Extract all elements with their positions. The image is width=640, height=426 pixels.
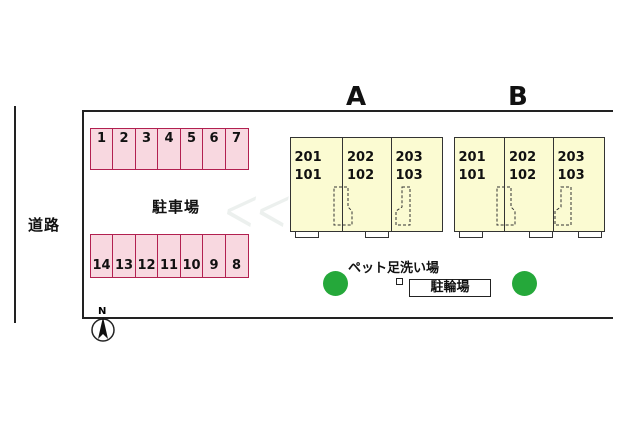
- unit-202-102: 202 102: [342, 137, 392, 232]
- unit-203-103: 203 103: [552, 137, 605, 238]
- unit-number-lower: 102: [347, 168, 375, 183]
- unit-number-upper: 201: [458, 150, 486, 165]
- entrance-step: [294, 231, 319, 238]
- tree-icon: [512, 271, 537, 296]
- parking-space: 9: [202, 234, 226, 278]
- entrance-step: [458, 231, 483, 238]
- parking-space: 4: [157, 128, 181, 170]
- parking-space: 12: [134, 234, 159, 278]
- unit-number-upper: 203: [395, 150, 423, 165]
- bicycle-parking: 駐輪場: [409, 279, 491, 297]
- building-a: 201 101 202 102 203 103: [289, 137, 443, 238]
- parking-space: 7: [224, 128, 249, 170]
- unit-number-lower: 101: [458, 168, 486, 183]
- parking-space: 3: [134, 128, 159, 170]
- road-label: 道路: [28, 216, 61, 234]
- unit-number-lower: 102: [509, 168, 537, 183]
- entrance-step: [529, 231, 553, 238]
- entrance-step: [364, 231, 389, 238]
- unit-number-upper: 201: [294, 150, 322, 165]
- unit-201-101: 201 101: [289, 137, 344, 238]
- unit-number-upper: 202: [509, 150, 537, 165]
- unit-number-lower: 103: [395, 168, 423, 183]
- unit-203-103: 203 103: [364, 137, 443, 238]
- stair-outlines-b: [496, 186, 572, 226]
- unit-number-lower: 103: [557, 168, 585, 183]
- north-label: N: [98, 306, 106, 317]
- building-b: 201 101 202 102 203 103: [453, 137, 605, 238]
- building-a-label: A: [346, 82, 367, 112]
- parking-space: 10: [179, 234, 204, 278]
- stair-outlines-a: [333, 186, 411, 226]
- parking-label: 駐車場: [152, 198, 201, 216]
- parking-row-bottom: 14 13 12 11 10 9 8: [89, 234, 249, 278]
- site-boundary: [82, 110, 613, 319]
- unit-number-lower: 101: [294, 168, 322, 183]
- pet-wash-label: ペット足洗い場: [348, 261, 440, 276]
- unit-number-upper: 203: [557, 150, 585, 165]
- road-line: [14, 106, 16, 323]
- building-b-label: B: [508, 82, 528, 112]
- parking-space: 5: [179, 128, 204, 170]
- entrance-step: [577, 231, 602, 238]
- parking-space: 11: [157, 234, 181, 278]
- parking-space: 2: [112, 128, 136, 170]
- north-arrow-icon: N: [91, 306, 115, 342]
- parking-space: 8: [224, 234, 249, 278]
- parking-row-top: 1 2 3 4 5 6 7: [89, 128, 249, 170]
- parking-space: 13: [112, 234, 136, 278]
- unit-202-102: 202 102: [504, 137, 554, 238]
- pet-wash-marker: [396, 278, 403, 285]
- parking-space: 1: [89, 128, 114, 170]
- parking-space: 14: [89, 234, 114, 278]
- unit-number-upper: 202: [347, 150, 375, 165]
- tree-icon: [323, 271, 348, 296]
- parking-space: 6: [202, 128, 226, 170]
